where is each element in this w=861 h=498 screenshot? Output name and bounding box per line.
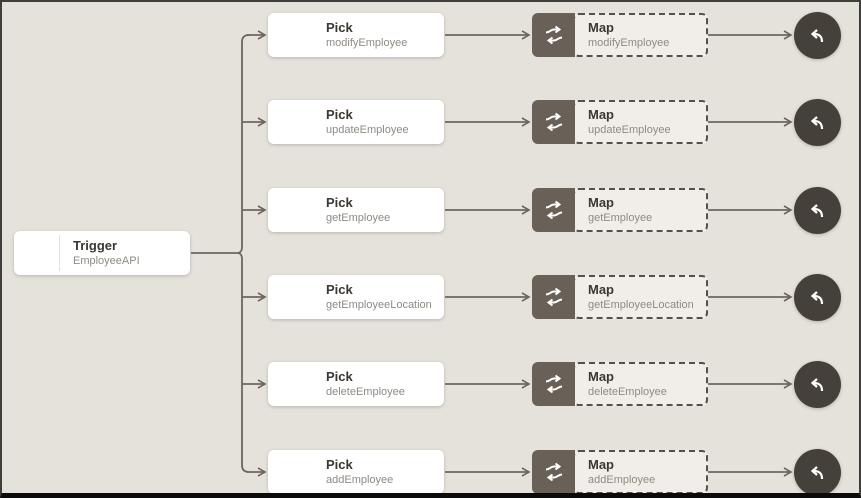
map-body: Map deleteEmployee	[573, 362, 708, 406]
reply-icon	[810, 290, 823, 304]
end-node[interactable]	[794, 449, 841, 493]
reply-icon	[810, 28, 823, 42]
map-title: Map	[588, 457, 614, 472]
map-subtitle: modifyEmployee	[588, 37, 670, 49]
trigger-title: Trigger	[73, 238, 118, 253]
swap-icon	[532, 362, 575, 406]
map-body: Map modifyEmployee	[573, 13, 708, 57]
pick-subtitle: getEmployee	[326, 212, 391, 224]
trigger-node[interactable]: Trigger EmployeeAPI	[14, 231, 190, 275]
pick-subtitle: addEmployee	[326, 474, 394, 486]
pick-title: Pick	[326, 369, 353, 384]
pick-node[interactable]: Pick updateEmployee	[268, 100, 444, 144]
map-node[interactable]: Map getEmployeeLocation	[532, 275, 708, 319]
swap-icon	[532, 13, 575, 57]
swap-icon	[532, 450, 575, 493]
map-node[interactable]: Map getEmployee	[532, 188, 708, 232]
map-subtitle: addEmployee	[588, 474, 656, 486]
map-node[interactable]: Map updateEmployee	[532, 100, 708, 144]
end-node[interactable]	[794, 12, 841, 59]
pick-subtitle: updateEmployee	[326, 124, 409, 136]
map-body: Map getEmployeeLocation	[573, 275, 708, 319]
map-title: Map	[588, 282, 614, 297]
pick-title: Pick	[326, 282, 353, 297]
pick-subtitle: modifyEmployee	[326, 37, 408, 49]
map-title: Map	[588, 369, 614, 384]
map-title: Map	[588, 195, 614, 210]
pick-node[interactable]: Pick getEmployee	[268, 188, 444, 232]
map-subtitle: deleteEmployee	[588, 386, 667, 398]
swap-icon	[532, 100, 575, 144]
map-node[interactable]: Map addEmployee	[532, 450, 708, 493]
trigger-icon-divider	[59, 235, 60, 271]
pick-subtitle: getEmployeeLocation	[326, 299, 432, 311]
pick-title: Pick	[326, 457, 353, 472]
trigger-subtitle: EmployeeAPI	[73, 255, 140, 267]
map-body: Map updateEmployee	[573, 100, 708, 144]
map-subtitle: updateEmployee	[588, 124, 671, 136]
pick-node[interactable]: Pick deleteEmployee	[268, 362, 444, 406]
reply-icon	[810, 377, 823, 391]
map-subtitle: getEmployeeLocation	[588, 299, 694, 311]
pick-subtitle: deleteEmployee	[326, 386, 405, 398]
reply-icon	[810, 465, 823, 479]
pick-node[interactable]: Pick getEmployeeLocation	[268, 275, 444, 319]
map-body: Map getEmployee	[573, 188, 708, 232]
map-node[interactable]: Map deleteEmployee	[532, 362, 708, 406]
pick-node[interactable]: Pick modifyEmployee	[268, 13, 444, 57]
pick-title: Pick	[326, 195, 353, 210]
map-title: Map	[588, 20, 614, 35]
map-node[interactable]: Map modifyEmployee	[532, 13, 708, 57]
swap-icon	[532, 188, 575, 232]
pick-node[interactable]: Pick addEmployee	[268, 450, 444, 493]
pick-title: Pick	[326, 20, 353, 35]
swap-icon	[532, 275, 575, 319]
reply-icon	[810, 115, 823, 129]
map-subtitle: getEmployee	[588, 212, 653, 224]
reply-icon	[810, 203, 823, 217]
end-node[interactable]	[794, 99, 841, 146]
pick-title: Pick	[326, 107, 353, 122]
map-title: Map	[588, 107, 614, 122]
end-node[interactable]	[794, 274, 841, 321]
end-node[interactable]	[794, 361, 841, 408]
end-node[interactable]	[794, 187, 841, 234]
map-body: Map addEmployee	[573, 450, 708, 493]
